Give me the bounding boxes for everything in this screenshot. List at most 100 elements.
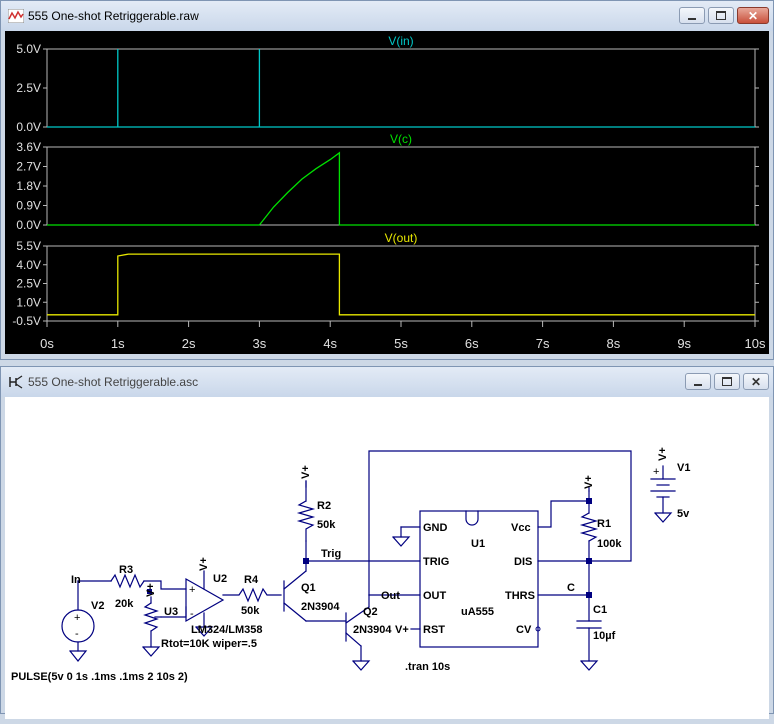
waveform-window: 555 One-shot Retriggerable.raw ✕ V(in) 5.… xyxy=(0,0,774,360)
q1-part: 2N3904 xyxy=(301,601,340,613)
y-tick-label: 2.5V xyxy=(16,277,41,291)
waveform-plot[interactable]: V(in) 5.0V 2.5V 0.0V V(c) 3.6V 2.7V 1.8V 0.9V 0.0… xyxy=(5,31,769,354)
tran-directive: .tran 10s xyxy=(405,661,450,673)
y-tick-label: 0.9V xyxy=(16,199,41,213)
pin-rst: RST xyxy=(423,624,445,636)
plot-frame xyxy=(46,48,756,128)
pin-dis: DIS xyxy=(514,556,532,568)
u1-part: uA555 xyxy=(461,606,494,618)
pin-trig: TRIG xyxy=(423,556,449,568)
close-icon: ✕ xyxy=(747,8,759,23)
pin-gnd: GND xyxy=(423,522,448,534)
y-tick-label: 4.0V xyxy=(16,258,41,272)
y-tick-label: 0.0V xyxy=(16,120,41,134)
x-tick-label: 7s xyxy=(536,336,550,351)
in-label: In xyxy=(71,574,81,586)
maximize-button[interactable] xyxy=(714,373,740,390)
close-button[interactable]: ✕ xyxy=(737,7,769,24)
vplus-r2: V+ xyxy=(300,465,312,479)
x-tick-label: 2s xyxy=(182,336,196,351)
x-tick-label: 4s xyxy=(323,336,337,351)
y-tick-label: 5.0V xyxy=(16,42,41,56)
u2-plus: + xyxy=(189,584,195,596)
vplus-u2: V+ xyxy=(198,557,210,571)
vplus-pin: V+ xyxy=(395,624,409,636)
close-icon: ✕ xyxy=(750,374,762,389)
x-tick-label: 10s xyxy=(745,336,766,351)
y-tick-label: 0.0V xyxy=(16,218,41,232)
waveform-titlebar[interactable]: 555 One-shot Retriggerable.raw ✕ xyxy=(1,1,773,31)
trace-line xyxy=(47,253,755,316)
x-tick-label: 6s xyxy=(465,336,479,351)
q1-label: Q1 xyxy=(301,582,316,594)
plot-frame xyxy=(46,146,756,226)
vplus-r1: V+ xyxy=(583,475,595,489)
r3-label: R3 xyxy=(119,564,133,576)
r1-value: 100k xyxy=(597,538,622,550)
u2-minus: - xyxy=(190,608,194,620)
waveform-icon xyxy=(8,9,24,23)
u2-part: LM324/LM358 xyxy=(191,624,263,636)
r2-value: 50k xyxy=(317,519,336,531)
v2-minus: - xyxy=(75,628,79,640)
y-tick-label: 1.0V xyxy=(16,295,41,309)
r3-value: 20k xyxy=(115,598,134,610)
maximize-icon xyxy=(716,11,726,20)
schematic-window: 555 One-shot Retriggerable.asc ✕ xyxy=(0,366,774,719)
v1-plus: + xyxy=(653,466,659,478)
maximize-button[interactable] xyxy=(708,7,734,24)
schematic-titlebar[interactable]: 555 One-shot Retriggerable.asc ✕ xyxy=(1,367,773,397)
schematic-drawing: V2 In R3 20k U3 Rtot=10K wiper=.5 U2 LM3… xyxy=(11,447,690,683)
y-tick-label: 1.8V xyxy=(16,179,41,193)
r4-label: R4 xyxy=(244,574,259,586)
window-title: 555 One-shot Retriggerable.raw xyxy=(28,9,199,23)
x-tick-label: 8s xyxy=(607,336,621,351)
v2-label: V2 xyxy=(91,600,104,612)
pin-thrs: THRS xyxy=(505,590,535,602)
x-tick-label: 9s xyxy=(677,336,691,351)
schematic-canvas[interactable]: V2 In R3 20k U3 Rtot=10K wiper=.5 U2 LM3… xyxy=(5,397,769,719)
v1-value: 5v xyxy=(677,508,690,520)
q2-label: Q2 xyxy=(363,606,378,618)
y-tick-label: 5.5V xyxy=(16,239,41,253)
y-tick-label: 3.6V xyxy=(16,140,41,154)
minimize-icon xyxy=(694,383,702,386)
vplus-u3: V+ xyxy=(145,583,157,597)
minimize-button[interactable] xyxy=(685,373,711,390)
u1-label: U1 xyxy=(471,538,485,550)
v1-label: V1 xyxy=(677,462,690,474)
trig-label: Trig xyxy=(321,548,341,560)
vplus-v1: V+ xyxy=(657,447,669,461)
maximize-icon xyxy=(722,377,732,386)
r2-label: R2 xyxy=(317,500,331,512)
window-title: 555 One-shot Retriggerable.asc xyxy=(28,375,199,389)
trace-title: V(c) xyxy=(390,132,412,146)
plot-frame xyxy=(46,245,756,322)
trace-title: V(out) xyxy=(385,231,418,245)
pin-cv: CV xyxy=(516,624,532,636)
y-tick-label: 2.7V xyxy=(16,160,41,174)
c1-label: C1 xyxy=(593,604,607,616)
minimize-icon xyxy=(688,17,696,20)
trace-line xyxy=(47,49,755,128)
c-label: C xyxy=(567,582,575,594)
y-tick-label: -0.5V xyxy=(12,314,41,328)
close-button[interactable]: ✕ xyxy=(743,373,769,390)
c1-value: 10µf xyxy=(593,630,616,642)
x-tick-label: 3s xyxy=(253,336,267,351)
u2-label: U2 xyxy=(213,573,227,585)
trace-title: V(in) xyxy=(388,34,413,48)
x-tick-label: 0s xyxy=(40,336,54,351)
pin-out: OUT xyxy=(423,590,447,602)
trace-line xyxy=(47,151,755,226)
r4-value: 50k xyxy=(241,605,260,617)
u3-pot: Rtot=10K wiper=.5 xyxy=(161,638,257,650)
pin-vcc: Vcc xyxy=(511,522,531,534)
v2-pulse: PULSE(5v 0 1s .1ms .1ms 2 10s 2) xyxy=(11,671,188,683)
v2-plus: + xyxy=(74,612,80,624)
plot-pane[interactable]: V(in) 5.0V 2.5V 0.0V V(c) 3.6V 2.7V 1.8V 0.9V 0.0… xyxy=(5,31,769,354)
minimize-button[interactable] xyxy=(679,7,705,24)
schematic-icon xyxy=(9,375,23,389)
x-tick-label: 1s xyxy=(111,336,125,351)
x-tick-label: 5s xyxy=(394,336,408,351)
